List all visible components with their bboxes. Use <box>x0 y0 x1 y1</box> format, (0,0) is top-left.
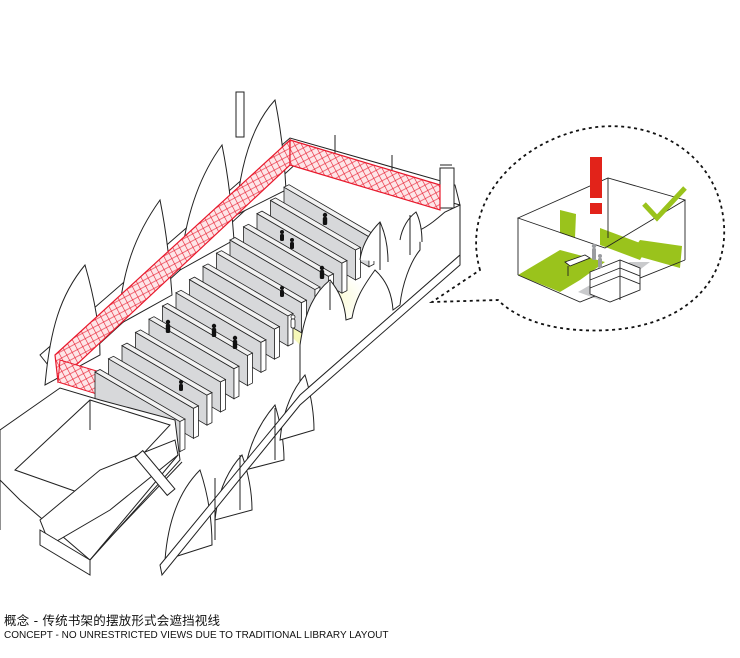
person <box>280 230 284 241</box>
caption-chinese: 概念 - 传统书架的摆放形式会遮挡视线 <box>4 613 221 628</box>
speech-bubble <box>428 125 726 332</box>
mezzanine-railing <box>54 138 441 396</box>
entrance-block <box>0 387 183 576</box>
inset-room <box>516 177 687 303</box>
person-outline <box>290 314 296 329</box>
caption-english: CONCEPT - NO UNRESTRICTED VIEWS DUE TO T… <box>4 630 389 641</box>
building-front-wall <box>159 204 461 577</box>
person <box>165 319 171 333</box>
inset-person <box>591 243 602 268</box>
person <box>280 286 284 297</box>
person <box>290 238 294 249</box>
person <box>232 335 238 349</box>
people <box>165 212 328 391</box>
person <box>179 380 183 391</box>
check-mark-icon <box>642 186 687 222</box>
exclamation-mark-icon <box>590 157 602 214</box>
person <box>322 212 328 225</box>
person <box>319 265 325 279</box>
person <box>211 323 217 337</box>
